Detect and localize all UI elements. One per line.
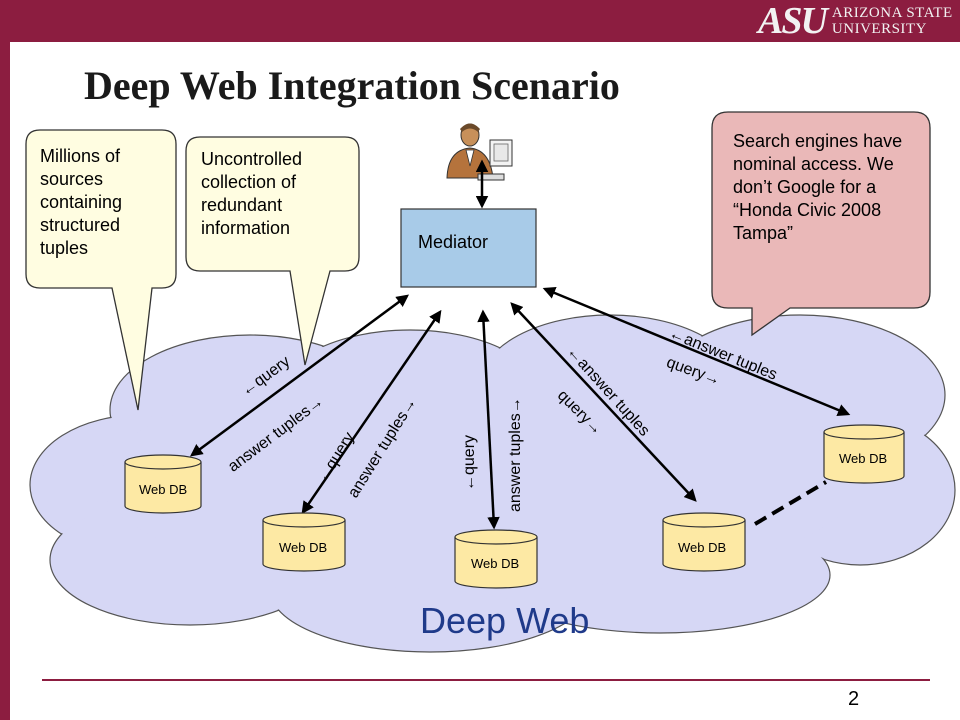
web-db-label-4: Web DB bbox=[678, 540, 727, 555]
arrow-db3 bbox=[477, 309, 500, 530]
asu-logo: ASU ARIZONA STATE UNIVERSITY bbox=[758, 2, 953, 40]
callout-uncontrolled-text: Uncontrolled collection of redundant inf… bbox=[201, 149, 303, 238]
slide-title: Deep Web Integration Scenario bbox=[84, 63, 620, 108]
edge3-answer-label: answer tuples→ bbox=[507, 397, 524, 512]
callout-sources-text: Millions of sources containing structure… bbox=[40, 146, 123, 258]
web-db-4 bbox=[662, 512, 746, 572]
callout-search-text: Search engines have nominal access. We d… bbox=[733, 131, 903, 243]
web-db-label-5: Web DB bbox=[839, 451, 888, 466]
web-db-2 bbox=[262, 512, 346, 572]
deep-web-label: Deep Web bbox=[420, 600, 590, 641]
web-db-3 bbox=[454, 529, 538, 589]
mediator-box bbox=[400, 208, 537, 288]
web-db-5 bbox=[823, 424, 905, 484]
edge3-query-label: ←query bbox=[461, 434, 478, 491]
asu-logo-mark: ASU bbox=[758, 0, 828, 42]
arrow-db2 bbox=[301, 309, 442, 515]
footer-divider bbox=[42, 679, 930, 681]
web-db-1 bbox=[124, 454, 202, 514]
header-bar bbox=[0, 0, 960, 42]
web-db-label-2: Web DB bbox=[279, 540, 328, 555]
asu-logo-line2: UNIVERSITY bbox=[831, 21, 927, 37]
arrow-db5 bbox=[542, 287, 851, 416]
dashed-connector bbox=[753, 480, 828, 526]
left-border-bar bbox=[0, 0, 10, 720]
web-db-label-3: Web DB bbox=[471, 556, 520, 571]
asu-logo-text: ARIZONA STATE UNIVERSITY bbox=[832, 5, 953, 37]
web-db-label-1: Web DB bbox=[139, 482, 188, 497]
callout-sources-shape bbox=[25, 129, 177, 411]
page-number: 2 bbox=[848, 688, 860, 710]
user-at-computer-icon bbox=[446, 123, 513, 181]
asu-logo-line1: ARIZONA STATE bbox=[831, 5, 953, 21]
mediator-label: Mediator bbox=[418, 232, 489, 252]
